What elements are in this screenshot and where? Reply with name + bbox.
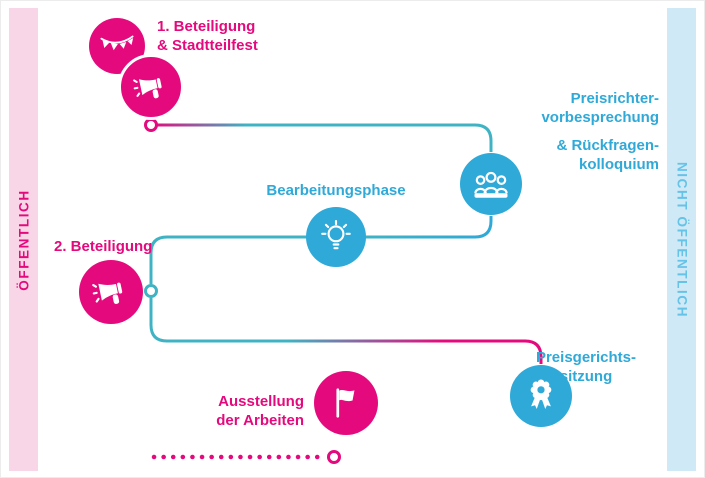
jury-panel-icon <box>474 171 508 198</box>
label-court: Preisgerichts- sitzung <box>506 348 666 386</box>
connector-step1-to-jury <box>157 123 493 152</box>
jury-circle <box>460 153 522 215</box>
lightbulb-icon <box>321 220 351 250</box>
megaphone-icon <box>133 78 162 99</box>
label-exhibit: Ausstellung der Arbeiten <box>161 392 304 430</box>
label-court-line1: Preisgerichts- <box>535 349 637 366</box>
label-exhibit-line1: Ausstellung <box>218 393 304 410</box>
connector-step2-to-court <box>149 298 543 364</box>
label-jury-line1: Preisrichter- <box>570 90 659 107</box>
label-court-line2: sitzung <box>559 368 613 385</box>
non-public-sidebar: NICHT ÖFFENTLICH <box>667 8 696 471</box>
megaphone-icon <box>92 282 123 304</box>
label-exhibit-line2: der Arbeiten <box>216 412 304 429</box>
label-jury-line4: kolloquium <box>579 156 659 173</box>
public-sidebar: ÖFFENTLICH <box>9 8 38 471</box>
bunting-icon <box>100 35 134 50</box>
step2-megaphone-circle <box>79 260 143 324</box>
label-jury: Preisrichter- vorbesprechung & Rückfrage… <box>459 89 659 174</box>
phase-lightbulb-circle <box>306 207 366 267</box>
node-exhibit <box>327 450 341 464</box>
node-step2 <box>144 284 158 298</box>
label-jury-line2: vorbesprechung <box>541 109 659 126</box>
label-step1-line2: & Stadtteilfest <box>157 37 258 54</box>
label-step1: 1. Beteiligung & Stadtteilfest <box>157 17 258 55</box>
flag-icon <box>336 388 355 418</box>
label-jury-line3: & Rückfragen- <box>556 137 659 154</box>
court-medal-circle <box>510 365 572 427</box>
label-step2: 2. Beteiligung <box>54 238 153 255</box>
label-step1-line1: 1. Beteiligung <box>157 18 256 35</box>
award-rosette-icon <box>530 379 552 409</box>
label-phase: Bearbeitungsphase <box>266 182 406 199</box>
step1-megaphone-circle <box>118 54 184 120</box>
node-step1 <box>144 118 158 132</box>
exhibit-flag-circle <box>314 371 378 435</box>
